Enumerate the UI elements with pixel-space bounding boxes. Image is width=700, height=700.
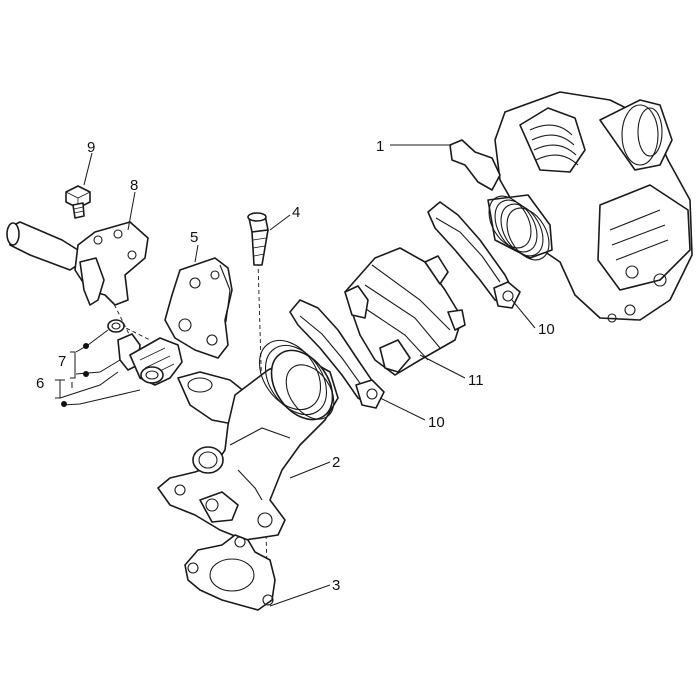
callout-3: 3 bbox=[332, 577, 340, 594]
callout-2: 2 bbox=[332, 454, 340, 471]
callout-4: 4 bbox=[292, 204, 300, 221]
callout-9: 9 bbox=[87, 139, 95, 156]
callout-10-lower: 10 bbox=[428, 414, 445, 431]
part-11-intake-sleeve bbox=[344, 247, 466, 376]
part-10-clamp-lower bbox=[289, 299, 385, 409]
callout-7: 7 bbox=[58, 353, 66, 370]
part-8-fuel-rail bbox=[6, 221, 149, 306]
leader-lines bbox=[71, 144, 536, 607]
part-2-intake-manifold bbox=[157, 339, 339, 541]
callout-10-upper: 10 bbox=[538, 321, 555, 338]
part-3-gasket bbox=[184, 534, 276, 611]
callout-11: 11 bbox=[468, 372, 484, 389]
callout-8: 8 bbox=[130, 177, 138, 194]
callout-1: 1 bbox=[376, 138, 384, 155]
callout-labels: 1 2 3 4 5 6 7 8 9 10 10 11 bbox=[36, 138, 555, 594]
part-4-screw bbox=[247, 212, 269, 266]
part-7-6-injector-set bbox=[107, 319, 183, 386]
part-9-bolt bbox=[65, 185, 91, 219]
part-5-bracket-plate bbox=[164, 257, 233, 359]
part-1-throttle-body bbox=[449, 91, 693, 323]
group-bracket-6-7 bbox=[55, 329, 141, 407]
part-10-clamp-upper bbox=[427, 201, 521, 309]
callout-6: 6 bbox=[36, 375, 44, 392]
callout-5: 5 bbox=[190, 229, 198, 246]
